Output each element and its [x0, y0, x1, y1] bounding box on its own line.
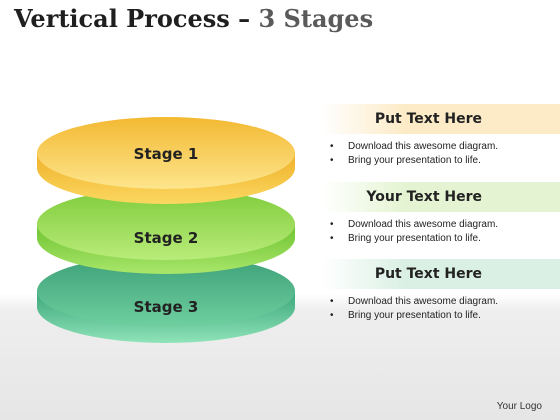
text-panel-1-bullets: Download this awesome diagram. Bring you… — [322, 140, 560, 168]
text-panel-2: Your Text Here Download this awesome dia… — [322, 182, 560, 246]
title-sub: 3 Stages — [258, 4, 374, 33]
stage-3-disc: Stage 3 — [37, 255, 295, 343]
text-panel-1-heading: Put Text Here — [322, 104, 560, 134]
page-title: Vertical Process – 3 Stages — [14, 4, 373, 33]
stage-2-disc: Stage 2 — [37, 188, 295, 274]
stage-1-disc-top — [37, 117, 295, 189]
stage-3-disc-top — [37, 255, 295, 327]
list-item: Download this awesome diagram. — [322, 218, 560, 232]
list-item: Download this awesome diagram. — [322, 140, 560, 154]
stage-1-disc: Stage 1 — [37, 117, 295, 204]
title-main: Vertical Process – — [14, 4, 259, 33]
text-panel-3-bullets: Download this awesome diagram. Bring you… — [322, 295, 560, 323]
text-panel-3: Put Text Here Download this awesome diag… — [322, 259, 560, 323]
logo-text: Your Logo — [496, 401, 542, 412]
stage-3-label: Stage 3 — [134, 298, 199, 316]
list-item: Download this awesome diagram. — [322, 295, 560, 309]
text-panel-3-heading: Put Text Here — [322, 259, 560, 289]
list-item: Bring your presentation to life. — [322, 309, 560, 323]
list-item: Bring your presentation to life. — [322, 154, 560, 168]
stage-2-label: Stage 2 — [134, 229, 199, 247]
list-item: Bring your presentation to life. — [322, 232, 560, 246]
stage-2-disc-top — [37, 188, 295, 260]
text-panel-1: Put Text Here Download this awesome diag… — [322, 104, 560, 168]
text-panel-2-bullets: Download this awesome diagram. Bring you… — [322, 218, 560, 246]
stage-1-label: Stage 1 — [134, 145, 199, 163]
text-panel-2-heading: Your Text Here — [322, 182, 560, 212]
